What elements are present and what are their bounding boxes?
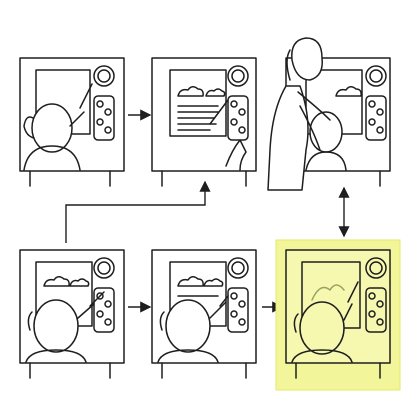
- clouds-sketch-icon: [43, 276, 90, 287]
- paint-palette-icon: [93, 257, 115, 333]
- child-artist-icon: [291, 301, 353, 363]
- paintbrush-icon: [209, 99, 229, 125]
- paint-palette-icon: [227, 65, 249, 141]
- clouds-sketch-icon: [335, 86, 362, 97]
- clouds-sketch-icon: [177, 276, 224, 287]
- clouds-sketch-icon: [177, 86, 226, 97]
- child-artist-icon: [23, 103, 85, 171]
- feedback-connector: [65, 180, 211, 243]
- panel-1: [19, 57, 125, 187]
- paint-palette-icon: [93, 65, 115, 141]
- child-artist-icon: [25, 299, 95, 363]
- child-artist-icon: [305, 111, 347, 171]
- paint-palette-icon: [365, 257, 387, 333]
- paintbrush-icon: [89, 291, 105, 307]
- paint-palette-icon: [227, 257, 249, 333]
- panel-5: [151, 249, 257, 379]
- panel-2: [151, 57, 257, 187]
- panel-6: [285, 249, 391, 379]
- teacher-figure-icon: [267, 37, 331, 191]
- paintbrush-icon: [79, 83, 93, 109]
- paintbrush-icon: [347, 281, 359, 303]
- drawing-sketch: [311, 284, 345, 301]
- panel-3: [267, 37, 391, 191]
- paint-palette-icon: [365, 65, 387, 141]
- paintbrush-icon: [219, 295, 229, 307]
- panel-4: [19, 249, 125, 379]
- child-arm: [225, 139, 247, 171]
- child-artist-icon: [157, 299, 227, 363]
